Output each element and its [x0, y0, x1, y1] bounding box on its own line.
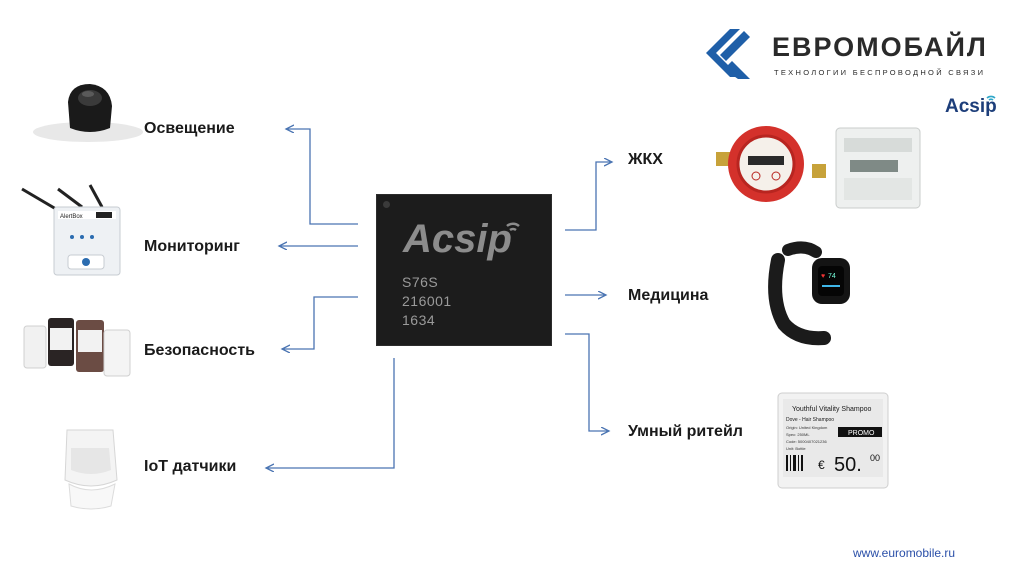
shelf-label-row-4: Unit: Bottle	[786, 446, 806, 451]
shelf-label-row-3: Code: 5000407021236	[786, 439, 827, 444]
monitoring-image: AlertBox	[18, 183, 128, 278]
medicine-image: ♥ 74	[764, 240, 864, 346]
label-monitoring: Мониторинг	[144, 238, 240, 255]
utilities-image	[712, 120, 927, 212]
arrow-retail	[565, 333, 609, 431]
euromobile-emblem-icon	[706, 29, 750, 79]
acsip-logo: Acsip	[943, 90, 1007, 120]
door-sensors-icon	[23, 318, 131, 377]
arrow-utilities	[565, 162, 612, 231]
arrow-iot	[266, 358, 395, 468]
shelf-label-subtitle: Dove - Hair Shampoo	[786, 417, 834, 423]
label-medicine: Медицина	[628, 287, 709, 304]
svg-text:AlertBox: AlertBox	[60, 214, 83, 220]
svg-text:Acsip: Acsip	[402, 217, 512, 261]
alertbox-device-icon: AlertBox	[21, 184, 121, 276]
heart-rate-value: 74	[828, 273, 836, 280]
shelf-label-title: Youthful Vitality Shampoo	[792, 406, 871, 413]
shelf-label-row-1: Origin: United Kingdom	[786, 425, 828, 430]
shelf-label-price: 50.	[834, 454, 862, 476]
label-lighting: Освещение	[144, 120, 235, 137]
lighting-image	[18, 72, 143, 152]
chip-line2: 216001	[402, 293, 452, 309]
pin1-dot	[383, 201, 390, 208]
shelf-label-price-cents: 00	[870, 453, 880, 463]
smart-bulb-icon	[33, 84, 143, 142]
arrow-lighting	[286, 129, 358, 225]
brand-name: ЕВРОМОБАЙЛ	[772, 32, 988, 62]
chip-model: S76S	[402, 274, 439, 290]
svg-text:♥: ♥	[821, 273, 825, 280]
label-utilities: ЖКХ	[628, 151, 663, 168]
water-and-electric-meters-icon	[716, 126, 921, 209]
euromobile-logo: ЕВРОМОБАЙЛ ТЕХНОЛОГИИ БЕСПРОВОДНОЙ СВЯЗИ	[702, 25, 1012, 87]
motion-sensor-icon	[64, 429, 118, 510]
fitness-band-icon: ♥ 74	[768, 241, 850, 346]
acsip-logo-icon: Acsip	[945, 95, 997, 117]
label-security: Безопасность	[144, 342, 255, 359]
barcode-icon	[786, 455, 803, 471]
svg-text:Acsip: Acsip	[945, 96, 997, 117]
label-retail: Умный ритейл	[628, 423, 743, 440]
shelf-label-currency: €	[818, 458, 825, 472]
iot-image	[55, 420, 135, 515]
footer-url[interactable]: www.euromobile.ru	[853, 546, 956, 560]
chip-logo-icon: Acsip	[402, 217, 520, 261]
brand-tagline: ТЕХНОЛОГИИ БЕСПРОВОДНОЙ СВЯЗИ	[774, 68, 986, 77]
electronic-shelf-label-icon: Youthful Vitality Shampoo Dove - Hair Sh…	[777, 392, 889, 489]
acsip-s76s-chip: Acsip S76S 216001 1634	[376, 194, 552, 346]
shelf-label-promo: PROMO	[848, 430, 875, 437]
arrow-security	[282, 296, 358, 349]
shelf-label-row-2: Spec: 250ML	[786, 432, 810, 437]
chip-line3: 1634	[402, 312, 436, 328]
label-iot: IoT датчики	[144, 458, 237, 475]
security-image	[20, 312, 140, 382]
retail-image: Youthful Vitality Shampoo Dove - Hair Sh…	[777, 392, 889, 489]
